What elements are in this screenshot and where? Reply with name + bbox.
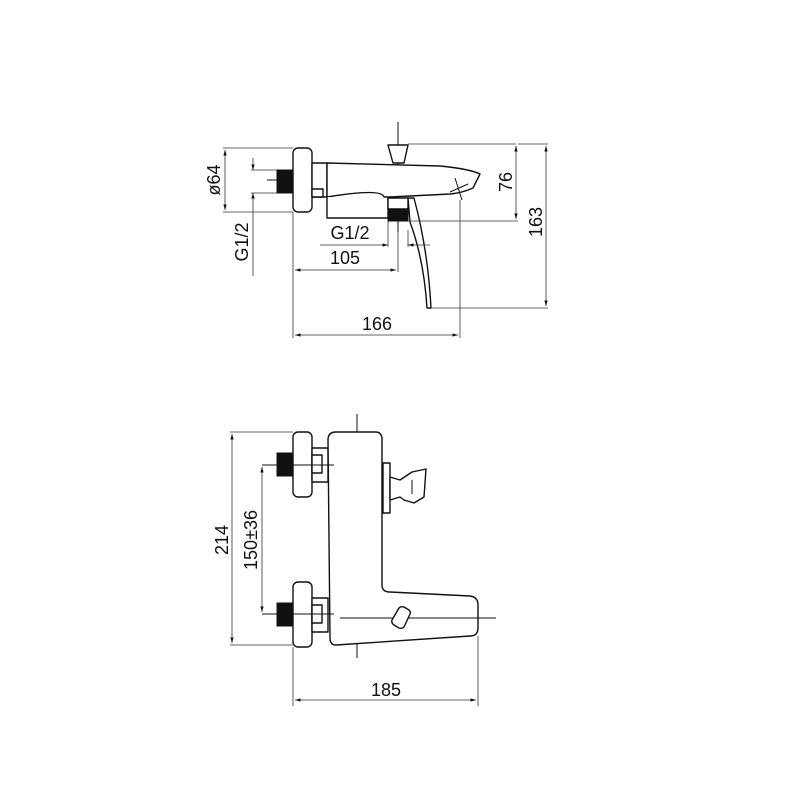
front-dimensions	[230, 431, 479, 706]
side-faucet-outline	[267, 122, 516, 309]
dim-inlet-spacing-label: 150±36	[241, 510, 261, 570]
dim-spout-depth-label: 166	[362, 314, 392, 334]
mixer-body	[327, 431, 479, 646]
lever-handle	[407, 197, 432, 309]
inlet-nut	[276, 169, 294, 194]
wall-flange	[292, 147, 313, 213]
spout-knob	[391, 605, 412, 630]
diverter-base	[382, 462, 391, 514]
diverter-knob	[387, 144, 409, 164]
dim-total-height-label: 163	[526, 207, 546, 237]
dim-diameter-label: ø64	[204, 164, 224, 195]
dim-inlet-thread-label: G1/2	[232, 222, 252, 261]
diverter-lever	[389, 468, 427, 504]
dim-outlet-offset-label: 105	[330, 248, 360, 268]
dim-outlet-thread-label: G1/2	[330, 223, 369, 243]
dim-width-label: 185	[371, 680, 401, 700]
front-faucet-outline	[262, 414, 496, 658]
dim-height-label: 214	[212, 525, 232, 555]
outlet-nut	[387, 208, 409, 222]
front-view: 214 150±36 185	[212, 414, 496, 706]
side-view: ø64 G1/2 G1/2 105 166 76 163	[204, 122, 548, 338]
dim-spout-height-label: 76	[496, 172, 516, 192]
side-dimensions	[223, 143, 548, 338]
